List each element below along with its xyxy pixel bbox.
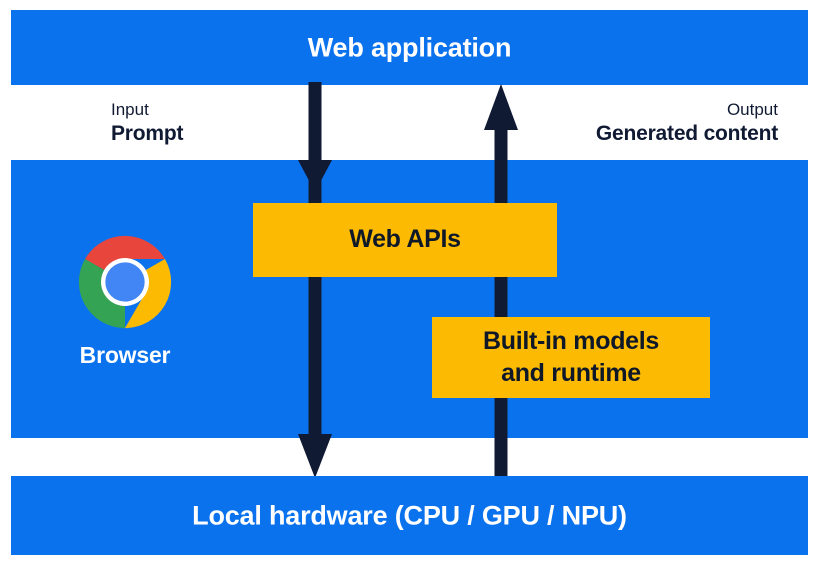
output-flow-kicker: Output	[726, 100, 778, 119]
browser-caption: Browser	[79, 342, 171, 368]
built-in-models-label: Built-in models and runtime	[473, 326, 669, 389]
local-hardware-label: Local hardware (CPU / GPU / NPU)	[192, 500, 627, 530]
web-application-band: Web application	[11, 10, 808, 85]
input-flow-kicker: Input	[111, 100, 149, 119]
web-apis-box[interactable]: Web APIs	[253, 203, 557, 277]
chrome-logo	[77, 234, 173, 330]
output-flow-value: Generated content	[595, 121, 778, 145]
built-in-models-box[interactable]: Built-in models and runtime	[432, 317, 710, 398]
web-application-label: Web application	[307, 32, 512, 62]
output-arrow-up-icon	[484, 84, 518, 478]
built-in-models-label-line-2: and runtime	[501, 358, 641, 387]
input-arrow-down-icon	[298, 82, 332, 478]
input-flow-label: Input Prompt	[111, 100, 184, 146]
output-flow-label: Output Generated content	[596, 100, 778, 146]
built-in-models-label-line-1: Built-in models	[482, 327, 660, 356]
web-apis-label: Web APIs	[349, 225, 461, 254]
input-flow-value: Prompt	[111, 121, 184, 145]
local-hardware-band: Local hardware (CPU / GPU / NPU)	[11, 476, 808, 555]
